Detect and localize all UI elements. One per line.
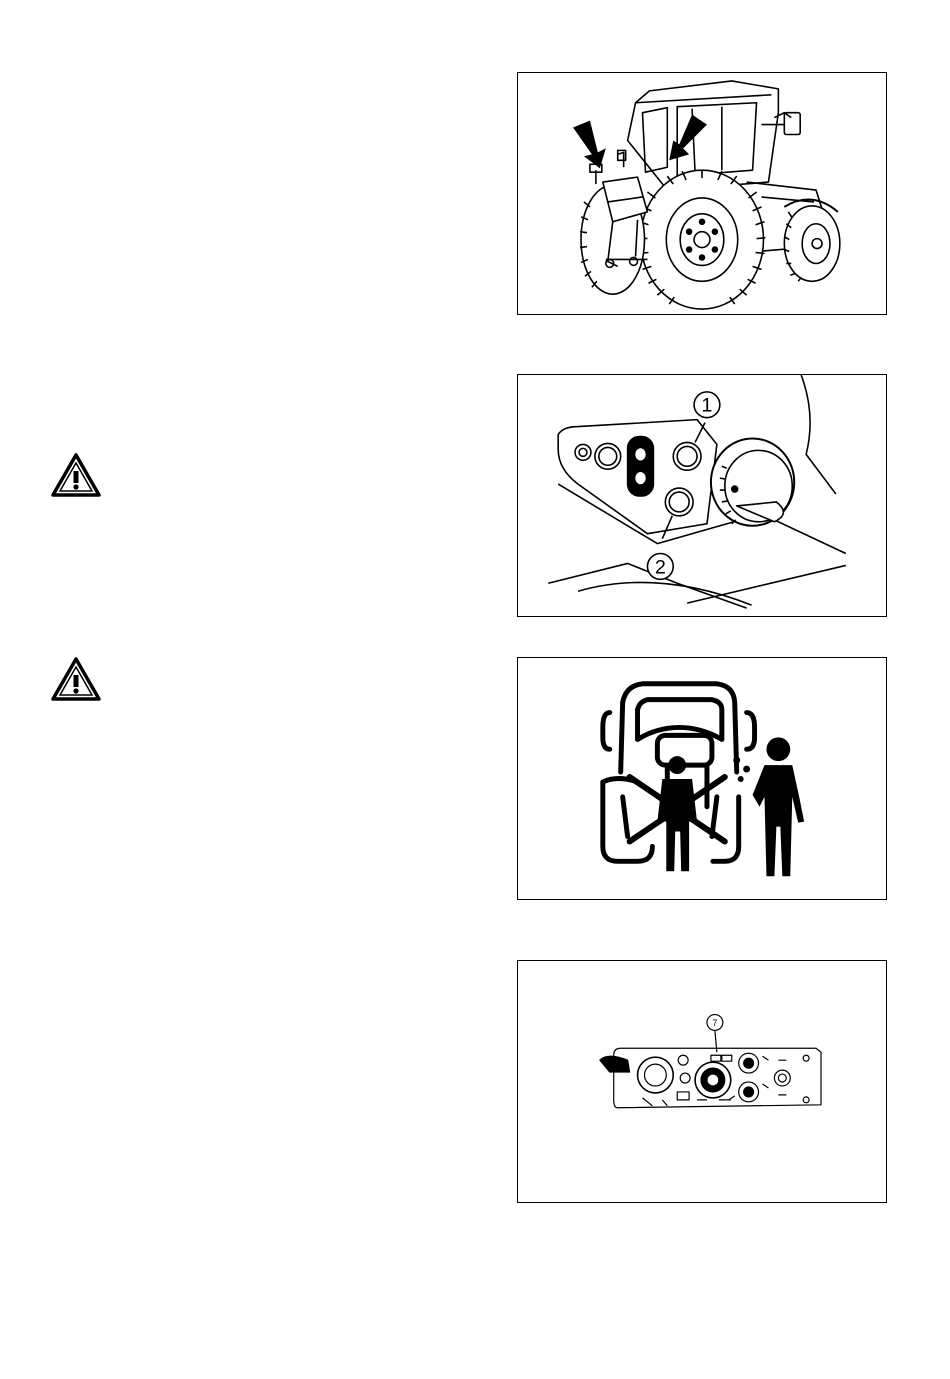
no-passenger-pictogram (518, 658, 886, 899)
callout-7: 7 (712, 1018, 717, 1028)
control-panel-figure: 7 (517, 960, 887, 1203)
seat-switch-panel-figure: 1 2 (517, 374, 887, 617)
tractor-rear-arrows (518, 73, 886, 314)
warning-triangle-icon (50, 452, 102, 498)
warning-triangle-icon (50, 656, 102, 702)
callout-1: 1 (701, 395, 712, 417)
tractor-rear-view-figure (517, 72, 887, 315)
no-passenger-figure (517, 657, 887, 900)
callout-2: 2 (655, 556, 666, 578)
